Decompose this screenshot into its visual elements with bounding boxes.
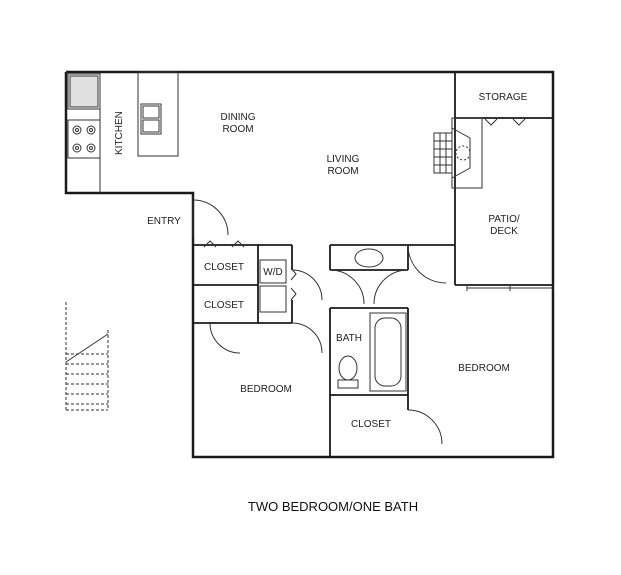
- kitchen-label: KITCHEN: [114, 111, 125, 155]
- refrigerator: [67, 73, 101, 110]
- bedroom-right-label: BEDROOM: [458, 363, 510, 374]
- washer-dryer-label: W/D: [263, 267, 282, 278]
- closet-bath-label: CLOSET: [351, 419, 391, 430]
- entry-door: [192, 196, 229, 238]
- kitchen-island: [137, 71, 179, 157]
- kitchen-area: [67, 71, 179, 193]
- exterior-wall: [64, 70, 555, 459]
- patio-label-2: DECK: [490, 226, 518, 237]
- living-room-label-1: LIVING: [327, 154, 360, 165]
- patio-label-1: PATIO/: [488, 214, 520, 225]
- storage-doors: [484, 118, 526, 126]
- entry-label: ENTRY: [147, 216, 181, 227]
- bathtub: [369, 312, 407, 392]
- hall-vanity: [354, 248, 384, 268]
- bath-label: BATH: [336, 333, 362, 344]
- stove: [67, 119, 101, 159]
- bedroom-left-label: BEDROOM: [240, 384, 292, 395]
- dining-room-label-2: ROOM: [222, 124, 253, 135]
- closet-upper-label: CLOSET: [204, 262, 244, 273]
- storage-label: STORAGE: [479, 92, 528, 103]
- closet-doors: [203, 240, 245, 248]
- toilet: [337, 355, 359, 389]
- stairs: [65, 302, 109, 411]
- patio-sliding-door: [466, 285, 553, 291]
- fireplace: [433, 117, 483, 189]
- dining-room-label-1: DINING: [221, 112, 256, 123]
- closet-lower-label: CLOSET: [204, 300, 244, 311]
- plan-caption: TWO BEDROOM/ONE BATH: [248, 499, 418, 514]
- door-swings: [209, 244, 447, 445]
- living-room-label-2: ROOM: [327, 166, 358, 177]
- kitchen-sink: [140, 103, 162, 135]
